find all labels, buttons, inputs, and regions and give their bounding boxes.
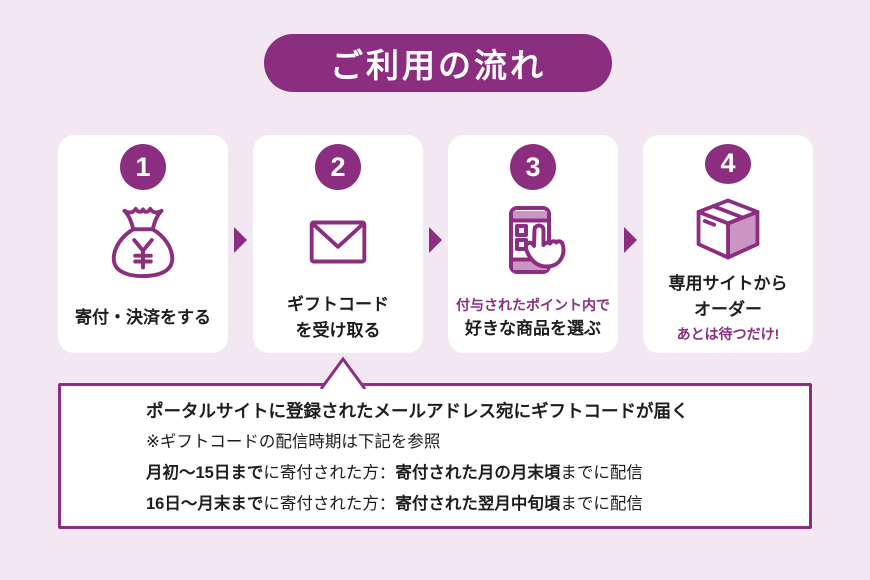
- page-title: ご利用の流れ: [264, 34, 612, 92]
- next-step-arrow-icon: [429, 227, 442, 253]
- step-label: オーダー: [694, 300, 762, 319]
- envelope-icon: [299, 194, 377, 290]
- step-sublabel: 付与されたポイント内で: [456, 296, 610, 313]
- step-number-badge: 4: [705, 144, 751, 184]
- callout-note: ※ギフトコードの配信時期は下記を参照: [146, 433, 441, 451]
- callout-schedule-second-half: 16日〜月末までに寄付された方：寄付された翌月中旬頃までに配信: [146, 495, 643, 513]
- step-card-donate: 1 寄付・決済をする: [58, 135, 228, 353]
- step-label: 専用サイトから: [668, 274, 788, 293]
- step-label: を受け取る: [295, 320, 381, 340]
- page-title-text: ご利用の流れ: [330, 47, 546, 84]
- package-box-icon: [690, 188, 766, 271]
- callout-schedule-first-half: 月初〜15日までに寄付された方：寄付された月の月末頃までに配信: [146, 464, 643, 482]
- smartphone-tap-icon: [493, 194, 573, 290]
- money-bag-icon: [104, 194, 182, 290]
- step-number-badge: 1: [120, 144, 166, 190]
- callout-pointer-icon: [319, 356, 367, 389]
- next-step-arrow-icon: [234, 227, 247, 253]
- step-card-choose-product: 3 付与されたポイント内で 好きな商品を選ぶ: [448, 135, 618, 353]
- step-sublabel: あとは待つだけ!: [676, 326, 780, 342]
- callout-headline: ポータルサイトに登録されたメールアドレス宛にギフトコードが届く: [146, 401, 689, 421]
- step-label: ギフトコード: [287, 294, 389, 314]
- step-label: 寄付・決済をする: [75, 307, 211, 327]
- step-card-receive-code: 2 ギフトコード を受け取る: [253, 135, 423, 353]
- step-label: 好きな商品を選ぶ: [465, 318, 601, 338]
- next-step-arrow-icon: [624, 227, 637, 253]
- step-number-badge: 3: [510, 144, 556, 190]
- gift-code-info-callout: ポータルサイトに登録されたメールアドレス宛にギフトコードが届く ※ギフトコードの…: [58, 356, 812, 529]
- step-card-order: 4 専用サイトから オーダー あとは待つだけ!: [643, 135, 813, 353]
- step-number-badge: 2: [315, 144, 361, 190]
